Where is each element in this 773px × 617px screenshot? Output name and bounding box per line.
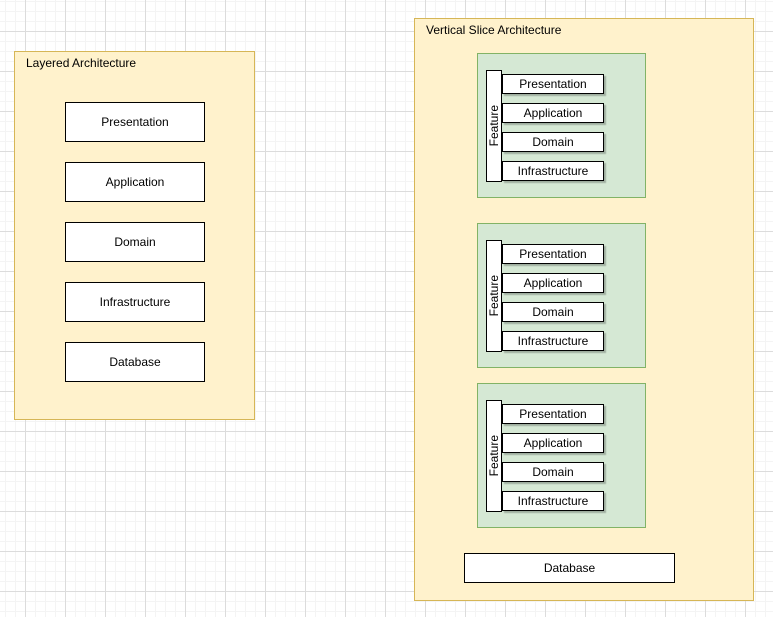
feature-label: Feature <box>487 275 501 317</box>
slice-1-application-box[interactable]: Application <box>502 103 604 123</box>
layer-label: Domain <box>532 465 574 479</box>
feature-slice-2-label-box[interactable]: Feature <box>486 240 502 352</box>
layer-label: Domain <box>532 305 574 319</box>
layer-label: Presentation <box>519 247 587 261</box>
feature-label: Feature <box>487 105 501 147</box>
layer-label: Infrastructure <box>99 295 171 309</box>
slice-2-domain-box[interactable]: Domain <box>502 302 604 322</box>
layer-label: Infrastructure <box>517 334 589 348</box>
feature-label: Feature <box>487 435 501 477</box>
slice-3-domain-box[interactable]: Domain <box>502 462 604 482</box>
layer-label: Domain <box>114 235 156 249</box>
layered-presentation-box[interactable]: Presentation <box>65 102 205 142</box>
layered-database-box[interactable]: Database <box>65 342 205 382</box>
slice-1-presentation-box[interactable]: Presentation <box>502 74 604 94</box>
layer-label: Domain <box>532 135 574 149</box>
layer-label: Database <box>543 561 596 575</box>
slice-1-domain-box[interactable]: Domain <box>502 132 604 152</box>
layer-label: Presentation <box>519 407 587 421</box>
layered-architecture-container[interactable]: Layered Architecture Presentation Applic… <box>14 51 255 420</box>
layer-label: Infrastructure <box>517 164 589 178</box>
feature-slice-2[interactable]: Feature Presentation Application Domain … <box>477 223 646 368</box>
layer-label: Presentation <box>101 115 169 129</box>
slice-2-infrastructure-box[interactable]: Infrastructure <box>502 331 604 351</box>
slice-3-infrastructure-box[interactable]: Infrastructure <box>502 491 604 511</box>
slice-2-presentation-box[interactable]: Presentation <box>502 244 604 264</box>
feature-slice-3-label-box[interactable]: Feature <box>486 400 502 512</box>
layer-label: Infrastructure <box>517 494 589 508</box>
slice-3-presentation-box[interactable]: Presentation <box>502 404 604 424</box>
layer-label: Application <box>523 106 583 120</box>
layered-application-box[interactable]: Application <box>65 162 205 202</box>
feature-slice-1[interactable]: Feature Presentation Application Domain … <box>477 53 646 198</box>
layer-label: Application <box>523 276 583 290</box>
layer-label: Presentation <box>519 77 587 91</box>
layered-architecture-title: Layered Architecture <box>26 56 137 70</box>
vertical-database-box[interactable]: Database <box>464 553 675 583</box>
layered-domain-box[interactable]: Domain <box>65 222 205 262</box>
layer-label: Application <box>105 175 165 189</box>
feature-slice-1-label-box[interactable]: Feature <box>486 70 502 182</box>
layer-label: Application <box>523 436 583 450</box>
vertical-slice-architecture-title: Vertical Slice Architecture <box>426 23 562 37</box>
vertical-slice-architecture-container[interactable]: Vertical Slice Architecture Feature Pres… <box>414 18 754 601</box>
slice-3-application-box[interactable]: Application <box>502 433 604 453</box>
layered-infrastructure-box[interactable]: Infrastructure <box>65 282 205 322</box>
layer-label: Database <box>109 355 161 369</box>
slice-2-application-box[interactable]: Application <box>502 273 604 293</box>
feature-slice-3[interactable]: Feature Presentation Application Domain … <box>477 383 646 528</box>
slice-1-infrastructure-box[interactable]: Infrastructure <box>502 161 604 181</box>
